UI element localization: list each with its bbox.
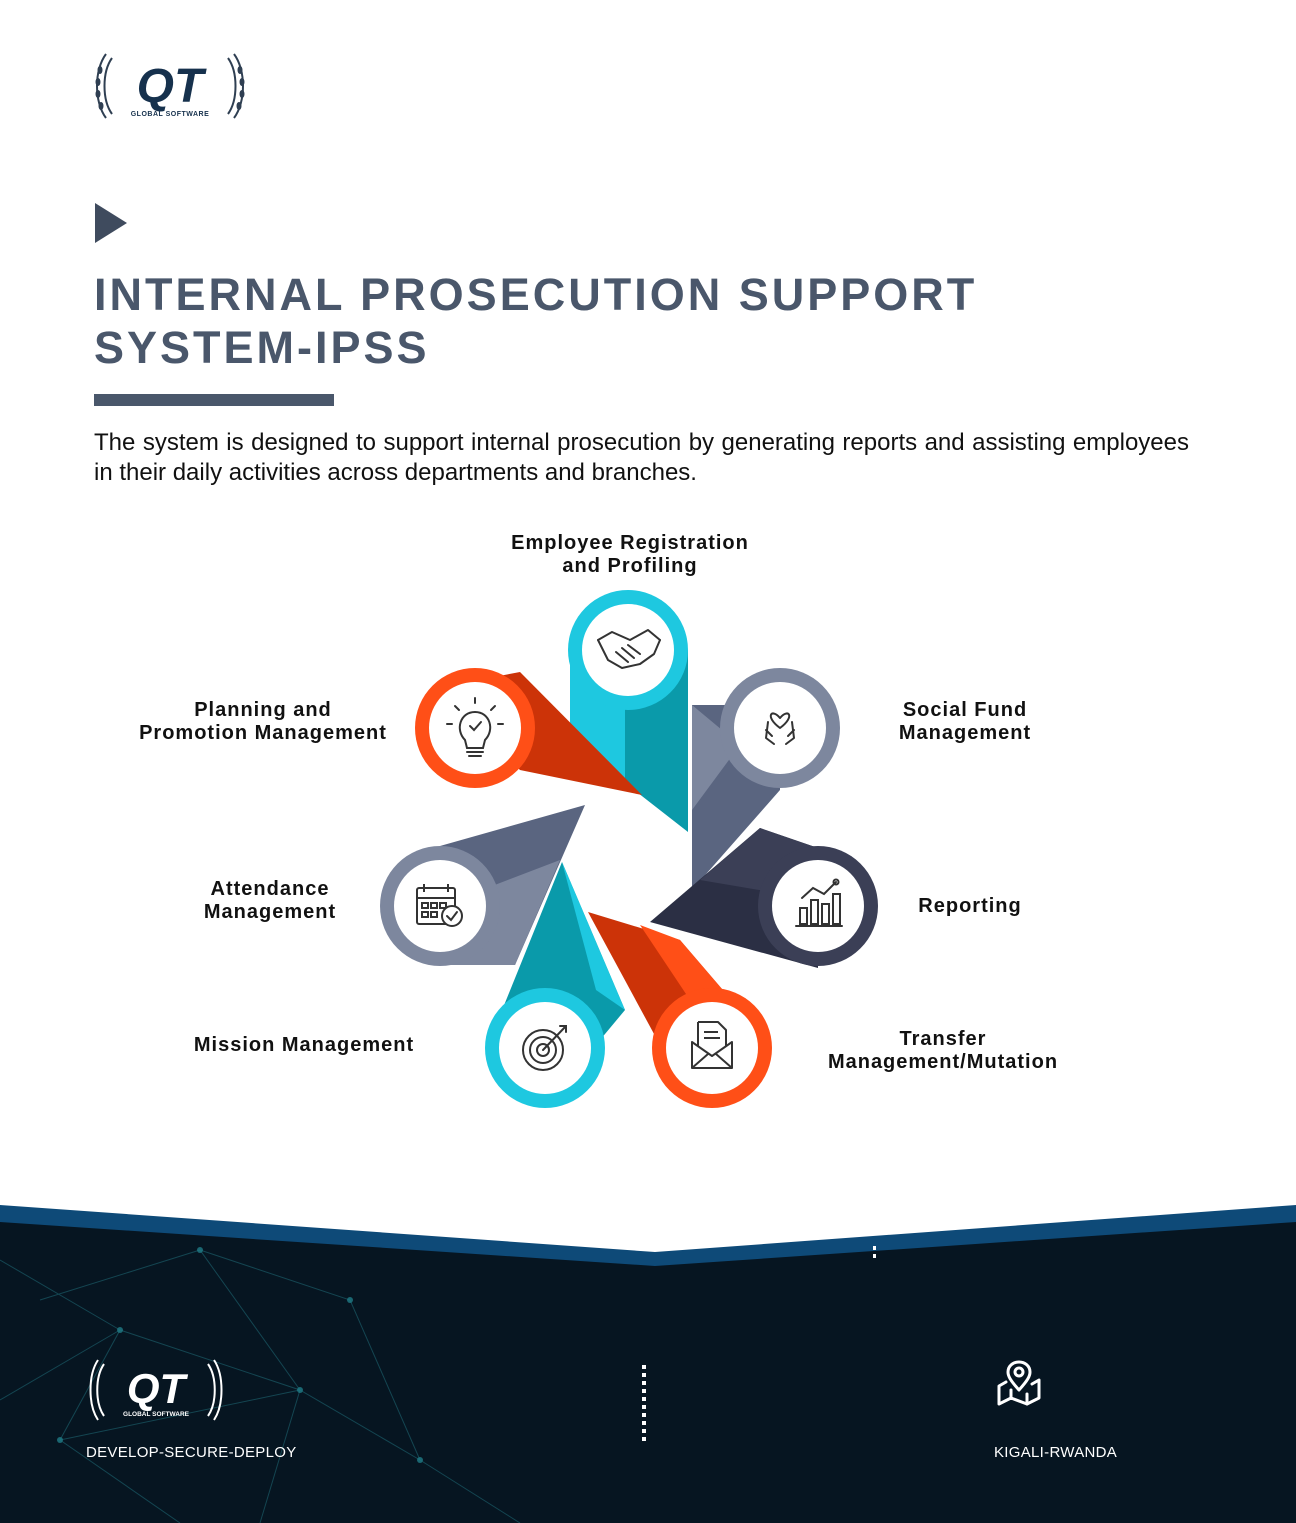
petal-transfer — [588, 912, 772, 1108]
logo-text: QT — [137, 60, 207, 113]
module-label-employee-registration: Employee Registration and Profiling — [511, 532, 749, 577]
module-label-attendance: Attendance Management — [203, 878, 337, 923]
module-label-reporting: Reporting — [918, 895, 1022, 917]
target-icon — [522, 1025, 567, 1071]
module-wheel-diagram — [380, 590, 878, 1108]
document-envelope-icon — [691, 1021, 733, 1069]
lightbulb-icon — [446, 697, 504, 757]
logo-subtext: GLOBAL SOFTWARE — [131, 111, 210, 118]
footer-logo-subtext: GLOBAL SOFTWARE — [123, 1411, 190, 1418]
footer-location: KIGALI-RWANDA — [994, 1444, 1118, 1461]
footer-tagline: DEVELOP-SECURE-DEPLOY — [86, 1444, 297, 1461]
petal-reporting — [650, 828, 878, 968]
footer-divider — [642, 1365, 646, 1441]
module-label-transfer: Transfer Management/Mutation — [827, 1028, 1059, 1073]
handshake-icon — [597, 629, 661, 669]
calendar-check-icon — [416, 884, 463, 927]
company-logo: QT GLOBAL SOFTWARE — [95, 53, 245, 119]
bar-chart-icon — [795, 878, 843, 927]
hands-heart-icon — [765, 712, 795, 745]
footer-background — [0, 1205, 1296, 1523]
page-title: INTERNAL PROSECUTION SUPPORT SYSTEM-IPSS — [94, 269, 978, 373]
title-underline — [94, 394, 334, 406]
module-label-planning: Planning and Promotion Management — [139, 699, 387, 744]
petal-attendance — [380, 805, 585, 966]
module-label-social-fund: Social Fund Management — [898, 699, 1032, 744]
map-pin-icon — [997, 1360, 1041, 1406]
module-label-mission: Mission Management — [193, 1034, 415, 1056]
description: The system is designed to support intern… — [94, 429, 1189, 486]
petal-employee-registration — [568, 590, 688, 832]
footer-logo: QT GLOBAL SOFTWARE — [89, 1359, 223, 1421]
play-icon — [95, 203, 127, 243]
footer-logo-text: QT — [127, 1365, 189, 1413]
